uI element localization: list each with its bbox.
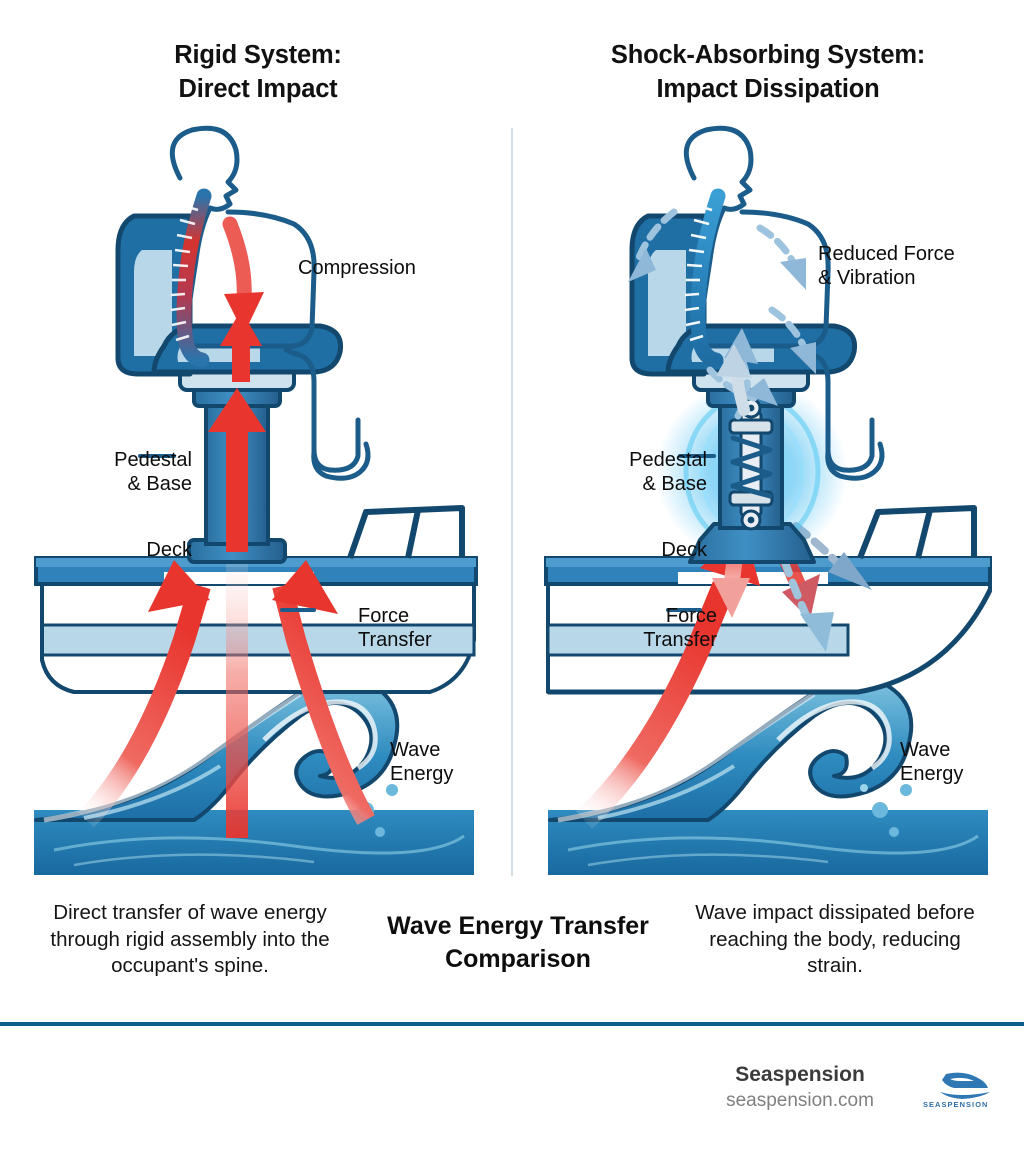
label-leader-lines <box>138 454 316 612</box>
spine-compressed <box>170 188 212 368</box>
label-deck-right: Deck <box>661 539 707 561</box>
label-force-transfer-left: Force Transfer <box>358 605 432 652</box>
impact-shaft <box>226 538 248 838</box>
caption-center-title: Wave Energy Transfer Comparison <box>387 912 649 973</box>
boat-windshield <box>857 505 977 560</box>
pelvis-reaction-arrow <box>220 310 262 382</box>
caption-left: Direct transfer of wave energy through r… <box>50 901 330 978</box>
soft-upward-arrow <box>716 344 752 416</box>
label-force-transfer-right: Force Transfer <box>643 605 717 652</box>
label-pedestal-base-left: Pedestal & Base <box>114 449 192 496</box>
label-deck-left: Deck <box>146 539 192 561</box>
label-compression: Compression <box>298 257 416 279</box>
boat-windshield <box>347 505 465 559</box>
shock-absorber <box>728 397 774 531</box>
label-pedestal-base-right: Pedestal & Base <box>629 449 707 496</box>
panel-title-right: Shock-Absorbing System: Impact Dissipati… <box>610 41 926 104</box>
footer-website-url[interactable]: seaspension.com <box>726 1090 874 1111</box>
logo-wordmark: SEASPENSION <box>923 1100 989 1109</box>
compression-arrow <box>222 216 264 334</box>
caption-right: Wave impact dissipated before reaching t… <box>695 901 975 978</box>
panel-title-left: Rigid System: Direct Impact <box>174 41 342 104</box>
boat-logo-icon <box>940 1072 990 1099</box>
coil-spring <box>730 435 773 499</box>
label-reduced-force: Reduced Force & Vibration <box>818 243 955 290</box>
panel-divider <box>511 128 513 876</box>
seaspension-logo: SEASPENSION <box>920 1068 1012 1110</box>
footer-brand-name: Seaspension <box>735 1063 865 1086</box>
pedestal-force-arrow <box>208 388 266 552</box>
panel-shock-absorbing-system <box>528 120 1008 880</box>
footer-divider <box>0 1022 1024 1026</box>
label-wave-energy-left: Wave Energy <box>390 739 454 786</box>
force-transfer-arrows <box>78 560 375 828</box>
spine-relaxed <box>684 188 726 368</box>
label-wave-energy-right: Wave Energy <box>900 739 964 786</box>
occupant-body <box>169 125 371 481</box>
sea-water <box>34 809 474 875</box>
sea-water <box>548 809 988 875</box>
panel-rigid-system <box>14 120 494 880</box>
label-leader-lines <box>666 454 716 612</box>
seat-chair <box>629 213 858 377</box>
